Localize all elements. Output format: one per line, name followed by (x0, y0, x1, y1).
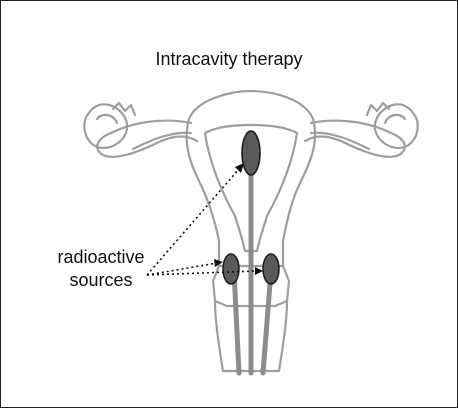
arrowhead-right-ovoid (255, 267, 263, 275)
right-ovary (375, 104, 418, 148)
left-ovary (84, 104, 127, 148)
right-ovoid-rod (263, 271, 271, 373)
right-ovoid-source (263, 254, 279, 284)
left-fallopian-tube (97, 121, 197, 157)
label-radioactive: radioactive (41, 246, 161, 268)
left-ovoid-source (223, 254, 239, 284)
left-ovoid-rod (234, 271, 239, 373)
diagram-title: Intracavity therapy (1, 48, 457, 70)
right-fallopian-tube (305, 121, 405, 157)
label-sources: sources (41, 269, 161, 291)
uterine-source (242, 131, 260, 175)
